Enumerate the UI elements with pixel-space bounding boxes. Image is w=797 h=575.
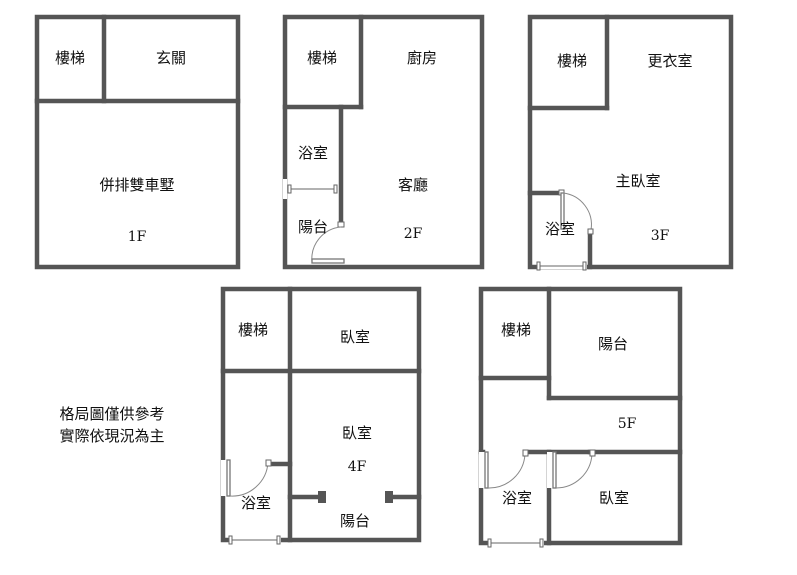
room-label-balcony: 陽台 <box>340 512 370 530</box>
room-label-bathroom: 浴室 <box>545 220 575 238</box>
floor-3f-outline <box>527 14 734 270</box>
room-label-stairs: 樓梯 <box>557 52 587 70</box>
room-label-dressing-room: 更衣室 <box>647 52 692 70</box>
door-jamb <box>337 221 345 228</box>
room-label-bedroom: 臥室 <box>342 424 372 442</box>
floor-plan-1f: 樓梯 玄關 併排雙車墅 1F <box>34 14 241 270</box>
door-jamb <box>522 449 529 457</box>
window-jamb <box>333 184 338 194</box>
door-jamb <box>589 449 596 457</box>
door-swing <box>311 226 342 263</box>
room-label-master-bedroom: 主臥室 <box>615 172 660 190</box>
room-label-living-room: 客廳 <box>398 176 428 194</box>
door-jamb <box>265 459 272 467</box>
door-gap <box>547 452 553 488</box>
floor-5f-outline <box>478 286 683 546</box>
room-label-balcony: 陽台 <box>298 218 328 236</box>
door-swing <box>562 192 592 231</box>
floor-label-5f: 5F <box>618 416 637 432</box>
door-leaf <box>560 192 565 230</box>
note-line-2: 實際依現況為主 <box>59 427 164 445</box>
room-label-bathroom: 浴室 <box>241 494 271 512</box>
door-jamb <box>587 228 594 235</box>
floor-label-4f: 4F <box>348 459 367 475</box>
window-jamb <box>228 535 233 545</box>
floor-label-2f: 2F <box>404 226 423 242</box>
door-swing <box>229 461 269 497</box>
door-leaf <box>484 451 489 489</box>
window-jamb <box>276 535 281 545</box>
wall-stub <box>385 491 393 503</box>
room-label-balcony: 陽台 <box>598 335 628 353</box>
room-label-entrance: 玄關 <box>156 49 186 67</box>
floor-plan-4f: 樓梯 臥室 臥室 4F 浴室 陽台 <box>220 286 422 545</box>
door-gap <box>339 224 345 262</box>
room-label-bathroom: 浴室 <box>502 489 532 507</box>
room-label-kitchen: 廚房 <box>407 49 437 67</box>
door-swing <box>555 453 593 489</box>
room-label-bedroom: 臥室 <box>340 328 370 346</box>
door-gap <box>479 452 485 488</box>
window-jamb <box>287 184 292 194</box>
window-jamb <box>536 261 541 271</box>
wall-stub <box>318 491 326 503</box>
room-label-stairs: 樓梯 <box>307 49 337 67</box>
floor-label-1f: 1F <box>128 229 147 245</box>
door-leaf <box>226 459 231 497</box>
window-jamb <box>487 538 492 548</box>
room-label-garage: 併排雙車墅 <box>99 176 174 194</box>
floor-plan-2f: 樓梯 廚房 浴室 客廳 陽台 2F <box>282 14 485 270</box>
window-gap <box>283 179 287 199</box>
floor-1f-outline <box>34 14 241 270</box>
room-label-bedroom: 臥室 <box>599 489 629 507</box>
door-leaf <box>311 258 345 264</box>
note-line-1: 格局圖僅供參考 <box>59 405 164 423</box>
disclaimer-note: 格局圖僅供參考 實際依現況為主 <box>59 405 164 445</box>
room-label-stairs: 樓梯 <box>501 321 531 339</box>
room-label-stairs: 樓梯 <box>238 321 268 339</box>
floor-label-3f: 3F <box>651 228 670 244</box>
floor-plan-3f: 樓梯 更衣室 主臥室 浴室 3F <box>527 14 734 271</box>
floor-4f-outline <box>220 286 422 543</box>
door-swing <box>487 453 526 489</box>
window-jamb <box>582 261 587 271</box>
door-leaf <box>552 451 557 489</box>
door-gap <box>221 460 227 496</box>
floor-2f-outline <box>282 14 485 270</box>
room-label-bathroom: 浴室 <box>298 144 328 162</box>
room-label-stairs: 樓梯 <box>55 49 85 67</box>
window-jamb <box>539 538 544 548</box>
floor-plan-5f: 樓梯 陽台 5F 浴室 臥室 <box>478 286 683 548</box>
